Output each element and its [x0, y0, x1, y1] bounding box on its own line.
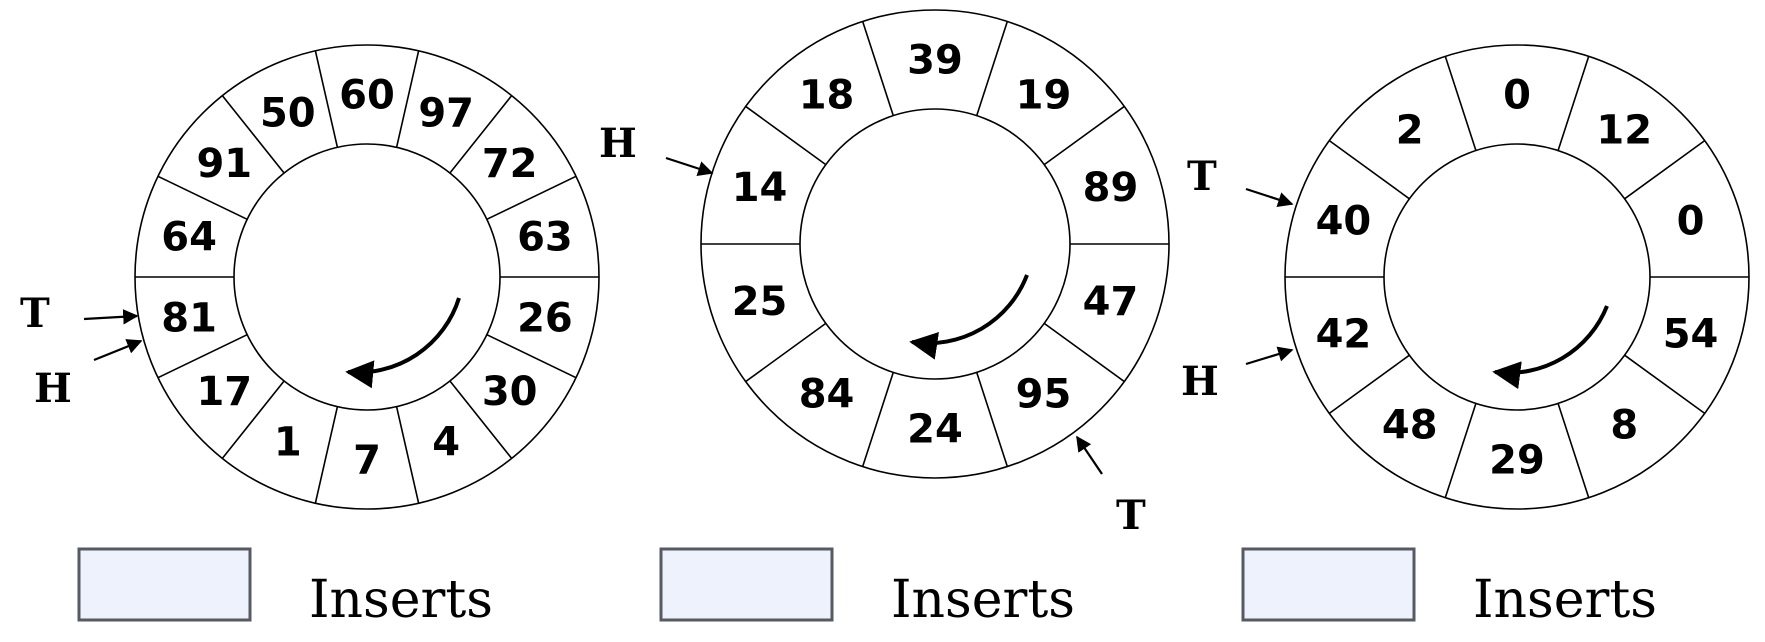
- tail-pointer-arrow: [1076, 435, 1103, 475]
- tail-pointer-arrow: [1245, 187, 1294, 208]
- insert-input-box[interactable]: [659, 547, 834, 622]
- buffer-cell-value: 64: [161, 214, 217, 260]
- buffer-cell-value: 89: [1083, 165, 1139, 211]
- buffer-cell-value: 7: [353, 438, 381, 484]
- buffer-cell-value: 1: [274, 419, 302, 465]
- direction-arrow: [1492, 305, 1609, 390]
- buffer-cell-value: 50: [260, 91, 316, 137]
- direction-arrow: [909, 274, 1029, 360]
- buffer-cell-value: 48: [1382, 403, 1438, 449]
- cell-divider: [1444, 403, 1477, 498]
- cell-divider: [1328, 139, 1410, 200]
- buffer-cell-value: 39: [907, 38, 963, 84]
- buffer-cell-value: 63: [517, 214, 573, 260]
- cell-divider: [1444, 56, 1477, 151]
- cell-divider: [395, 50, 420, 148]
- buffer-cell-value: 97: [418, 91, 474, 137]
- buffer-cell-value: 0: [1677, 199, 1705, 245]
- cell-divider: [1043, 105, 1125, 166]
- head-pointer-label: H: [34, 365, 72, 412]
- buffer-cell-value: 14: [732, 165, 788, 211]
- head-pointer-label: H: [599, 120, 637, 167]
- cell-divider: [314, 406, 339, 504]
- inner-ring: [233, 143, 501, 411]
- buffer-cell-value: 30: [482, 369, 538, 415]
- buffer-cell-value: 47: [1083, 279, 1139, 325]
- head-pointer-arrow: [1245, 346, 1294, 366]
- cell-divider: [449, 95, 513, 174]
- cell-divider: [1624, 354, 1706, 415]
- cell-divider: [395, 406, 420, 504]
- buffer-cell-value: 25: [732, 279, 788, 325]
- head-pointer-label: H: [1181, 358, 1219, 405]
- cell-divider: [449, 380, 513, 459]
- cell-divider: [861, 21, 895, 116]
- tail-pointer-arrow: [83, 309, 139, 325]
- insert-input-box[interactable]: [77, 547, 252, 622]
- buffer-cell-value: 72: [482, 141, 538, 187]
- cell-divider: [1557, 56, 1590, 151]
- buffer-cell-value: 84: [799, 371, 855, 417]
- cell-divider: [486, 175, 577, 221]
- buffer-cell-value: 24: [907, 407, 963, 453]
- cell-divider: [221, 380, 285, 459]
- cell-divider: [314, 50, 339, 148]
- cell-divider: [221, 95, 285, 174]
- insert-input-box[interactable]: [1241, 547, 1416, 622]
- buffer-cell-value: 54: [1663, 311, 1719, 357]
- buffer-cell-value: 60: [339, 73, 395, 119]
- buffer-cell-value: 4: [432, 419, 460, 465]
- cell-divider: [1624, 139, 1706, 200]
- inner-ring: [799, 108, 1071, 380]
- tail-pointer-label: T: [20, 290, 50, 337]
- cell-divider: [1328, 354, 1410, 415]
- buffer-cell-value: 12: [1596, 107, 1652, 153]
- cell-divider: [745, 105, 827, 166]
- cell-divider: [486, 333, 577, 379]
- buffer-cell-value: 18: [799, 73, 855, 119]
- cell-divider: [745, 322, 827, 383]
- buffer-cell-value: 26: [517, 296, 573, 342]
- buffer-cell-value: 2: [1396, 107, 1424, 153]
- inserts-label: Inserts: [309, 570, 493, 630]
- buffer-cell-value: 42: [1316, 311, 1372, 357]
- buffer-cell-value: 0: [1503, 73, 1531, 119]
- cell-divider: [861, 372, 895, 467]
- buffer-cell-value: 81: [161, 296, 217, 342]
- buffer-cell-value: 29: [1489, 438, 1545, 484]
- head-pointer-arrow: [665, 156, 714, 177]
- cell-divider: [975, 372, 1009, 467]
- tail-pointer-label: T: [1116, 492, 1146, 539]
- inserts-label: Inserts: [891, 570, 1075, 630]
- cell-divider: [1043, 322, 1125, 383]
- cell-divider: [975, 21, 1009, 116]
- cell-divider: [157, 333, 248, 379]
- buffer-cell-value: 95: [1016, 371, 1072, 417]
- buffer-cell-value: 40: [1316, 199, 1372, 245]
- inserts-label: Inserts: [1473, 570, 1657, 630]
- buffer-cell-value: 8: [1610, 403, 1638, 449]
- cell-divider: [157, 175, 248, 221]
- direction-arrow: [345, 297, 461, 389]
- buffer-cell-value: 91: [196, 141, 252, 187]
- inner-ring: [1383, 143, 1651, 411]
- cell-divider: [1557, 403, 1590, 498]
- buffer-cell-value: 17: [196, 369, 252, 415]
- buffer-cell-value: 19: [1016, 73, 1072, 119]
- tail-pointer-label: T: [1187, 153, 1217, 200]
- head-pointer-arrow: [93, 339, 143, 362]
